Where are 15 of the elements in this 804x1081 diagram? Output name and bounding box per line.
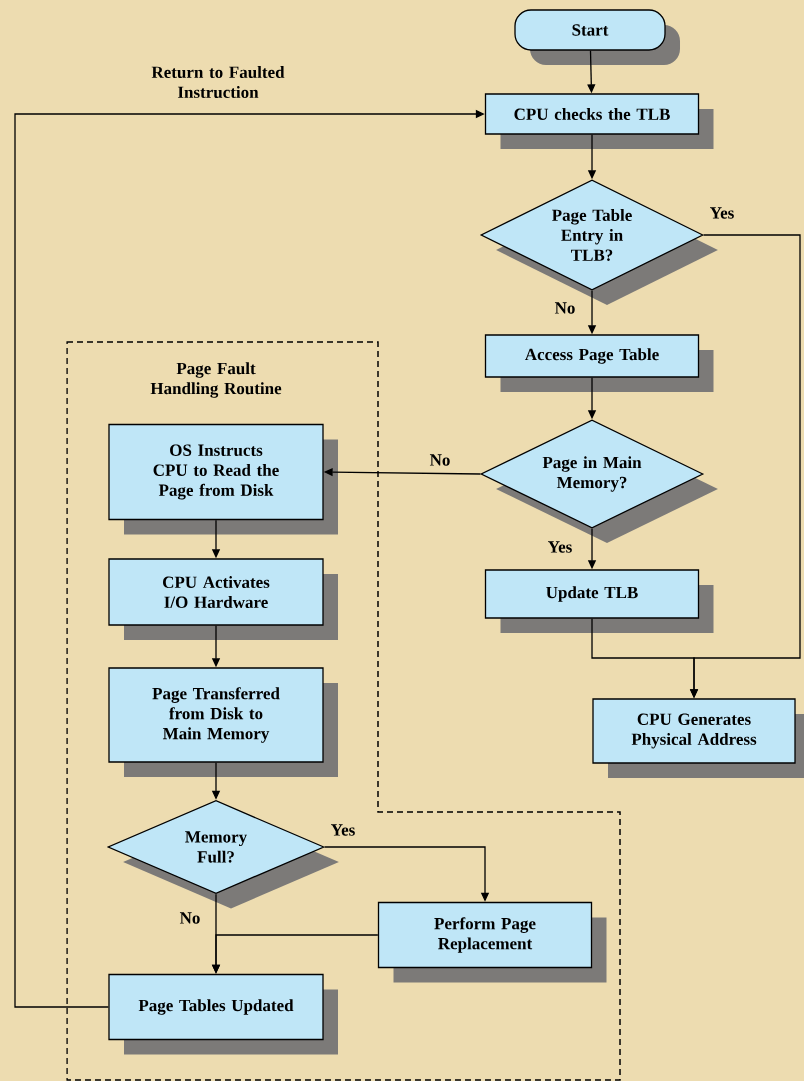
edge-label: No xyxy=(554,302,575,314)
process-box: Perform Page Replacement xyxy=(377,901,607,983)
edge-label: Yes xyxy=(548,541,572,553)
edge-label: No xyxy=(429,454,450,466)
process-box: CPU Activates I/O Hardware xyxy=(108,558,338,640)
edge-label: No xyxy=(179,912,200,924)
process-box: Update TLB xyxy=(484,569,714,633)
process-box: Page Transferred from Disk to Main Memory xyxy=(108,667,338,777)
process-box: Access Page Table xyxy=(484,334,714,392)
process-box: Page Tables Updated xyxy=(108,973,338,1055)
process-box: CPU checks the TLB xyxy=(484,93,714,149)
process-box: CPU Generates Physical Address xyxy=(592,698,804,778)
start-terminal: Start xyxy=(514,9,680,65)
process-box: OS Instructs CPU to Read the Page from Disk xyxy=(108,423,338,535)
edge-label: Return to Faulted Instruction xyxy=(151,66,285,98)
